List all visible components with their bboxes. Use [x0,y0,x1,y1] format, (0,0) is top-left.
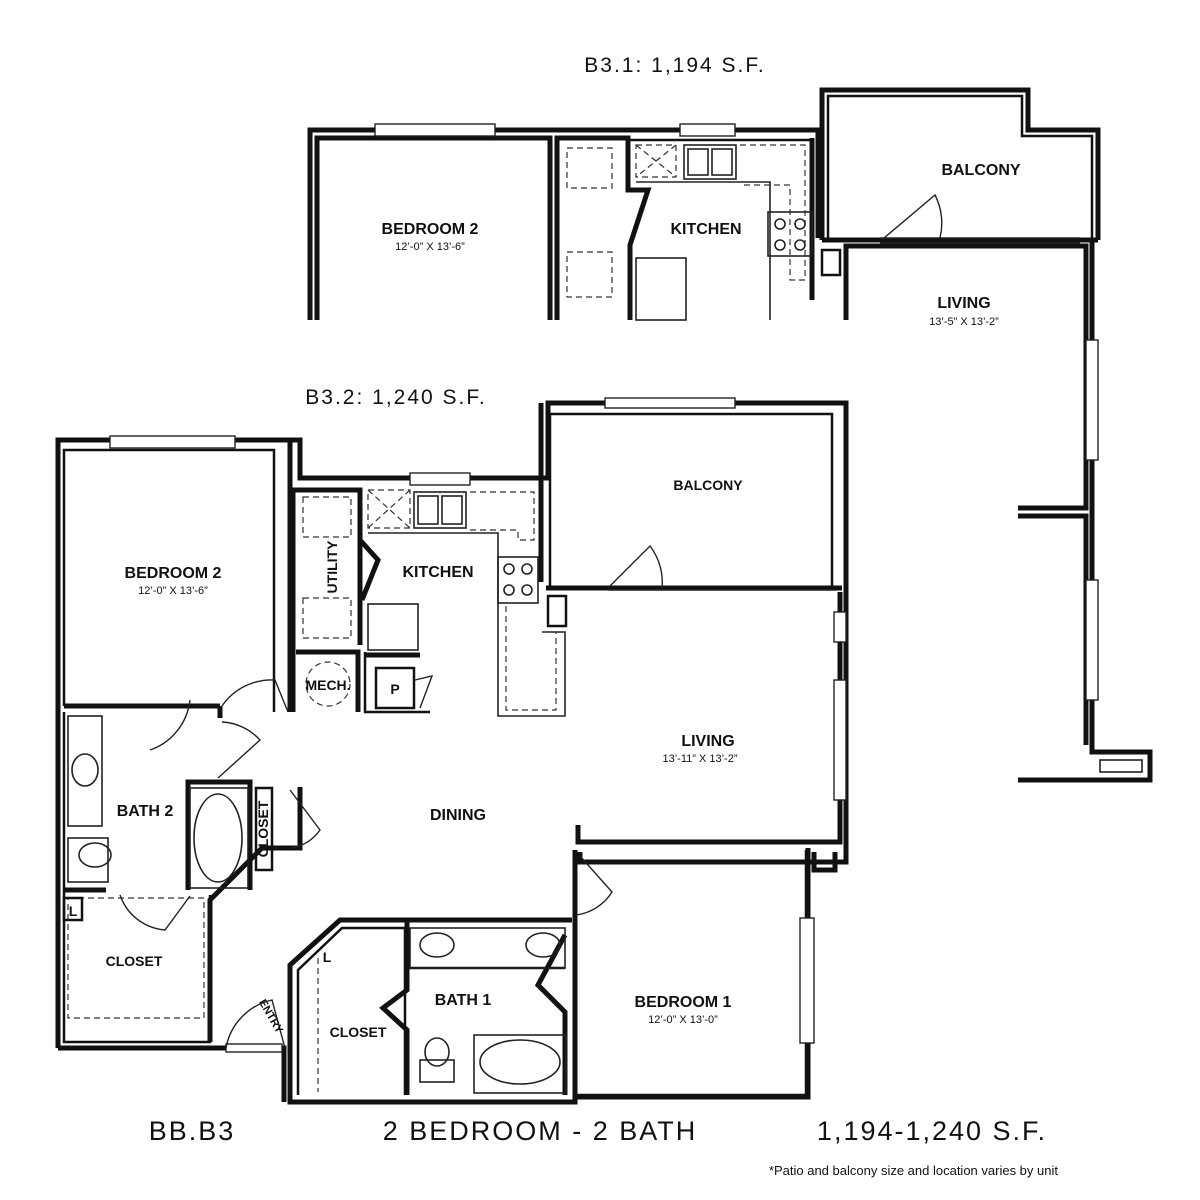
lower-living-dims: 13’-11” X 13’-2” [663,753,738,765]
bath2-label: BATH 2 [117,803,174,820]
variant-b32-label: B3.2: 1,240 S.F. [305,386,486,409]
pantry-label: P [390,681,399,697]
utility-label: UTILITY [324,540,340,594]
lower-plan-windows [109,397,847,1053]
lower-plan-fixtures [62,489,663,1094]
linen-bath1-label: L [323,949,332,965]
closet-vertical-label: CLOSET [255,800,271,857]
linen-left-label: L [69,903,78,919]
lower-bedroom2-label: BEDROOM 2 [125,565,222,582]
lower-living-label: LIVING [681,733,734,750]
bedroom1-dims: 12’-0” X 13’-0” [648,1014,718,1026]
bath1-label: BATH 1 [435,992,492,1009]
unit-type: 2 BEDROOM - 2 BATH [383,1116,698,1146]
mech-label: MECH. [305,677,350,693]
upper-living-dims: 13’-5” X 13’-2” [929,316,999,328]
lower-balcony-label: BALCONY [673,477,743,493]
lower-bedroom2-dims: 12’-0” X 13’-6” [138,585,208,597]
area-range: 1,194-1,240 S.F. [817,1116,1047,1146]
upper-balcony-label: BALCONY [941,162,1020,179]
dining-label: DINING [430,807,486,824]
lower-kitchen-label: KITCHEN [402,564,473,581]
bedroom1-label: BEDROOM 1 [635,994,732,1011]
closet-bath1-label: CLOSET [330,1024,387,1040]
upper-kitchen-label: KITCHEN [670,221,741,238]
upper-plan-fixtures [566,144,943,321]
plan-code: BB.B3 [149,1116,236,1146]
closet-left-label: CLOSET [106,953,163,969]
upper-plan-windows [374,123,1099,701]
upper-bedroom2-label: BEDROOM 2 [382,221,479,238]
upper-living-label: LIVING [937,295,990,312]
entry-label: ENTRY [256,998,285,1037]
upper-bedroom2-dims: 12’-0” X 13’-6” [395,241,465,253]
variant-b31-label: B3.1: 1,194 S.F. [584,54,765,77]
footnote: *Patio and balcony size and location var… [769,1163,1058,1178]
upper-plan-walls [307,87,1153,783]
